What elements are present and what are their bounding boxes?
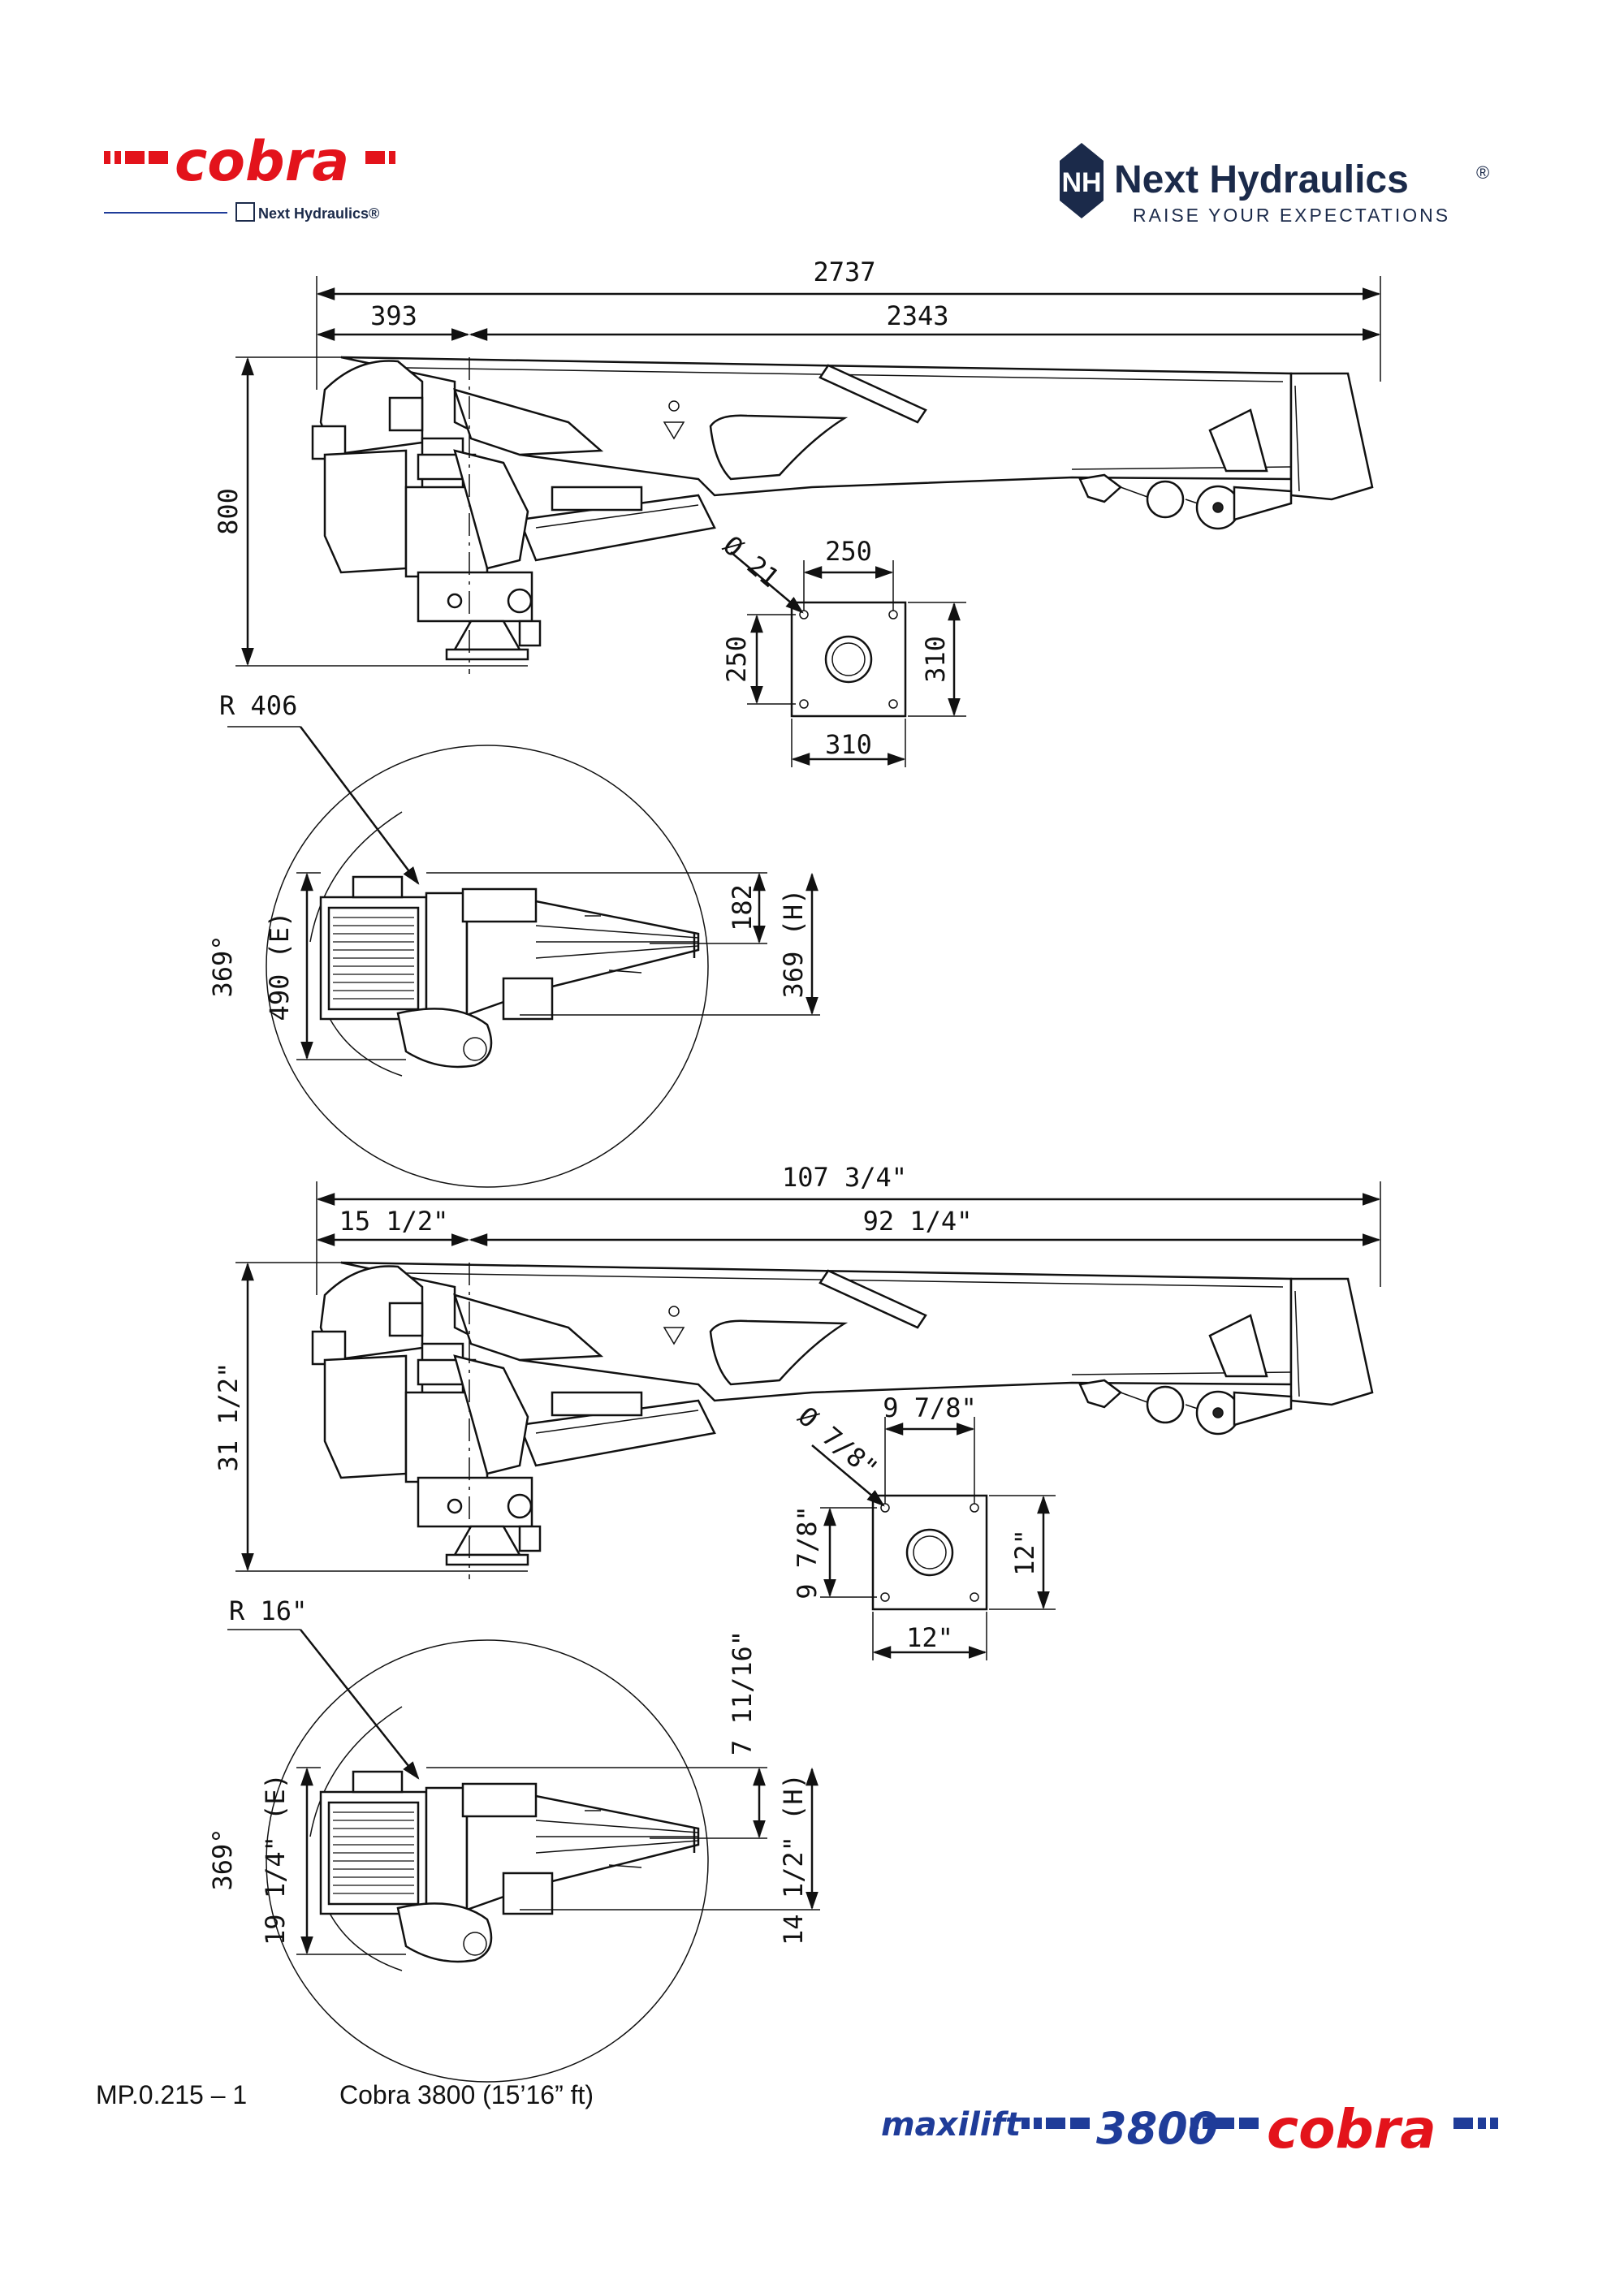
dim-base-hole-spacing-side: 250 — [721, 636, 752, 683]
model-badge: 3800 — [1096, 2103, 1218, 2154]
imperial-side-view: 107 3/4" 15 1/2" 92 1/4" 31 1/2" — [213, 1162, 1381, 1581]
dim-boom-length: 2343 — [886, 300, 948, 331]
nh-hexagon-icon — [1060, 143, 1104, 218]
nh-tagline: RAISE YOUR EXPECTATIONS — [1133, 205, 1450, 226]
dim-slew-radius: R 406 — [219, 690, 297, 721]
next-hydraulics-logo: NH Next Hydraulics ® RAISE YOUR EXPECTAT… — [1060, 143, 1489, 226]
dim-rotation-angle: 369° — [207, 935, 238, 997]
maxilift-word: maxilift — [881, 2106, 1022, 2144]
model-title: Cobra 3800 (15’16” ft) — [339, 2080, 594, 2109]
dim-boom-length-imperial: 92 1/4" — [863, 1206, 973, 1237]
nh-registered-mark: ® — [1476, 162, 1489, 183]
dim-total-length: 2737 — [813, 257, 875, 287]
cobra-logo-word: cobra — [175, 130, 349, 194]
dim-base-hole-spacing-top-imperial: 9 7/8" — [883, 1392, 977, 1423]
nh-monogram: NH — [1061, 167, 1101, 198]
imperial-plan-view: R 16" 369° 19 1/4" (E) 7 11/16" 14 1/2" … — [207, 1595, 820, 2083]
dim-base-plate-bottom: 310 — [825, 729, 872, 760]
dim-base-hole-spacing-top: 250 — [825, 536, 872, 567]
dim-width-h-imperial: 14 1/2" (H) — [778, 1773, 809, 1945]
dim-total-length-imperial: 107 3/4" — [782, 1162, 907, 1193]
dim-base-hole-diameter: Ø 21 — [717, 529, 784, 594]
radius-leader — [300, 726, 420, 885]
dim-slew-radius-imperial: R 16" — [229, 1595, 307, 1626]
drawing-code: MP.0.215 – 1 — [96, 2080, 248, 2109]
dim-rear-length: 393 — [370, 300, 417, 331]
dim-offset: 182 — [727, 884, 758, 931]
dim-base-plate-bottom-imperial: 12" — [906, 1622, 953, 1653]
dim-width-h: 369 (H) — [778, 889, 809, 999]
dim-base-hole-diameter-imperial: Ø 7/8" — [793, 1401, 884, 1484]
dim-rear-length-imperial: 15 1/2" — [339, 1206, 449, 1237]
dim-base-hole-spacing-side-imperial: 9 7/8" — [792, 1505, 823, 1600]
dim-width-e: 490 (E) — [264, 912, 295, 1021]
nh-name: Next Hydraulics — [1114, 158, 1409, 201]
dim-height: 800 — [213, 488, 244, 535]
cobra-footer-word: cobra — [1267, 2098, 1436, 2161]
metric-plan-view: R 406 369° 490 (E) 182 369 (H) — [207, 690, 820, 1189]
dim-height-imperial: 31 1/2" — [213, 1362, 244, 1472]
dim-rotation-angle-imperial: 369° — [207, 1828, 238, 1890]
cobra-logo: cobra Next Hydraulics® — [104, 130, 395, 222]
cobra-logo-subtext: Next Hydraulics® — [258, 205, 379, 222]
dim-width-e-imperial: 19 1/4" (E) — [260, 1773, 291, 1945]
metric-side-view: 2737 393 2343 800 — [213, 257, 1381, 676]
maxilift-3800-cobra-logo: maxilift 3800 cobra — [881, 2098, 1498, 2161]
nh-mini-icon — [235, 202, 255, 222]
metric-base-plate-view: 250 Ø 21 250 310 310 — [717, 529, 966, 767]
dim-base-plate-side-imperial: 12" — [1009, 1529, 1040, 1576]
dim-offset-imperial: 7 11/16" — [727, 1630, 758, 1755]
imperial-base-plate-view: 9 7/8" Ø 7/8" 9 7/8" 12" 12" — [792, 1392, 1056, 1660]
dim-base-plate-side: 310 — [920, 636, 951, 683]
